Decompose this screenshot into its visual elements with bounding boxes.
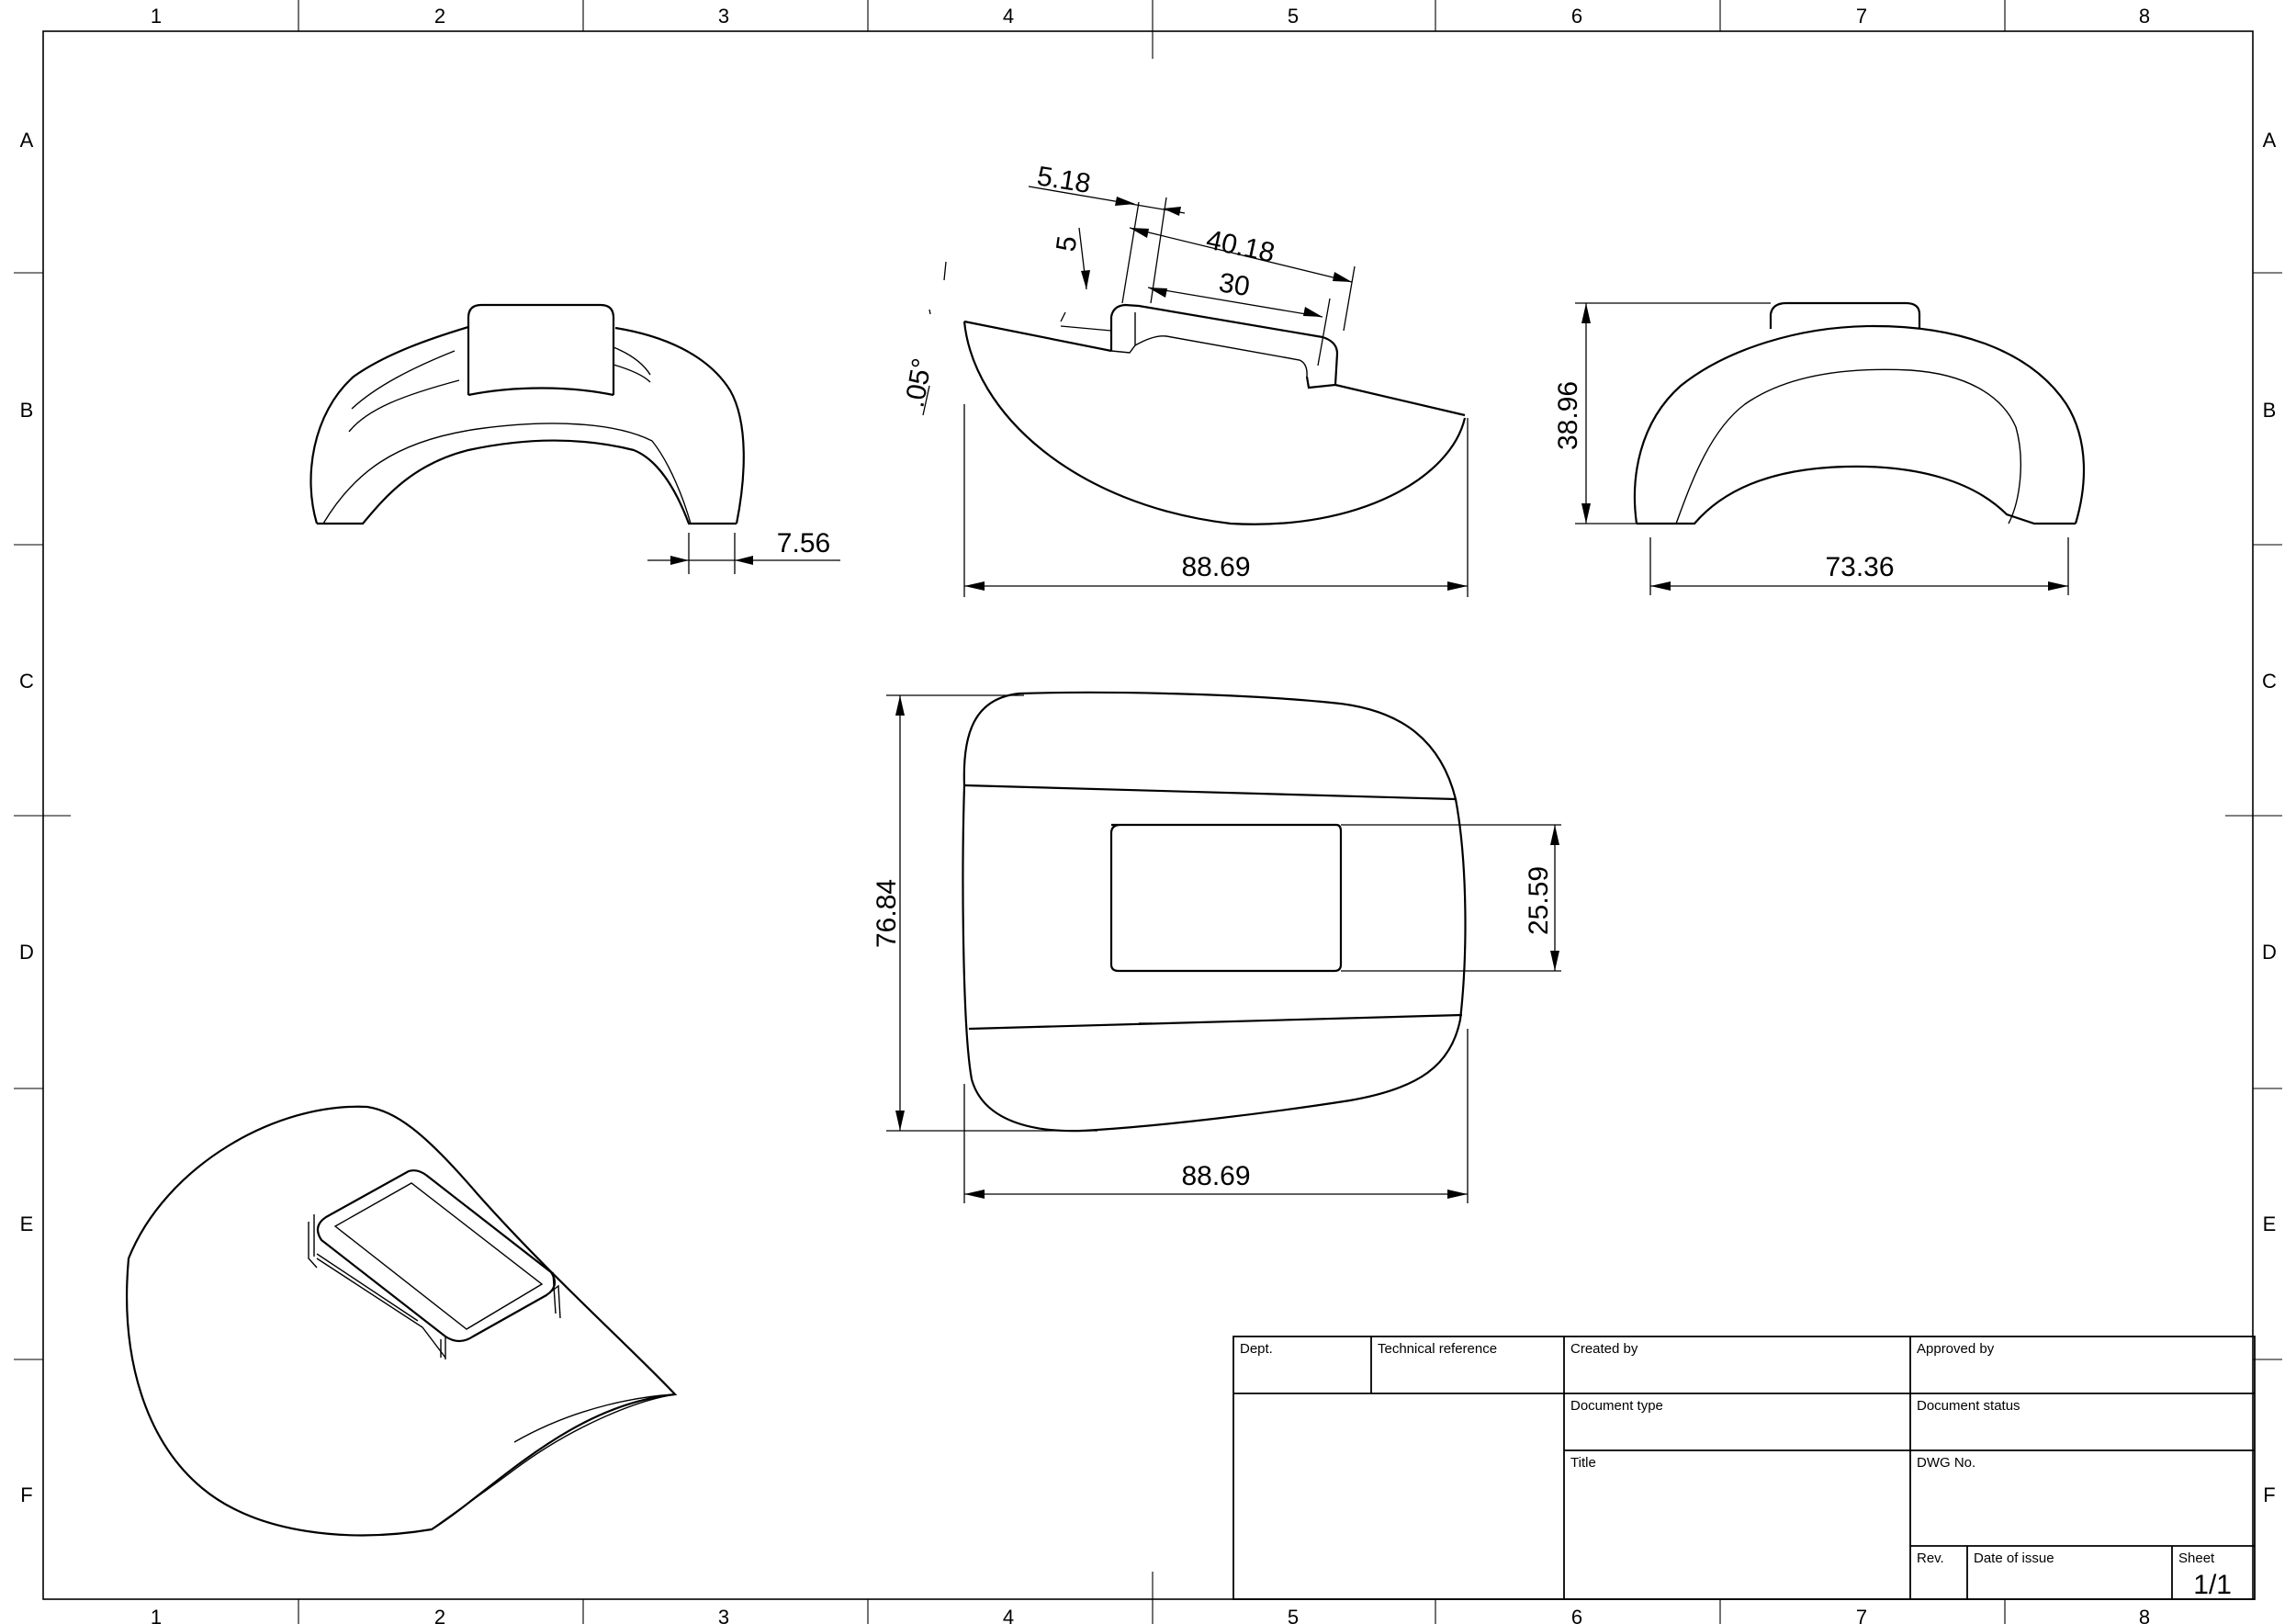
tb-sheet-value: 1/1 bbox=[2193, 1570, 2232, 1600]
zone-row-d: D bbox=[2262, 941, 2277, 964]
dim-7-56: 7.56 bbox=[647, 528, 840, 574]
zone-col-8: 8 bbox=[2139, 5, 2150, 28]
zone-col-2: 2 bbox=[434, 5, 445, 28]
dim-top-width: 88.69 bbox=[1181, 1161, 1250, 1191]
zone-col-4: 4 bbox=[1003, 1606, 1014, 1624]
tb-title-label: Title bbox=[1570, 1455, 1596, 1471]
dim-side-tab-len: 5.18 bbox=[1035, 161, 1093, 199]
tb-created-by-label: Created by bbox=[1570, 1341, 1638, 1357]
zone-col-3: 3 bbox=[718, 5, 729, 28]
tb-tech-ref-label: Technical reference bbox=[1378, 1341, 1497, 1357]
tb-doc-type-label: Document type bbox=[1570, 1398, 1663, 1414]
zone-row-c: C bbox=[2262, 670, 2277, 693]
zone-col-4: 4 bbox=[1003, 5, 1014, 28]
isometric-view bbox=[126, 1105, 678, 1537]
top-dims: 76.84 25.59 88.69 bbox=[872, 694, 1561, 1203]
zone-col-2: 2 bbox=[434, 1606, 445, 1624]
top-view: 76.84 25.59 88.69 bbox=[872, 691, 1561, 1203]
back-view: 38.96 73.36 bbox=[1553, 301, 2086, 595]
zone-row-d: D bbox=[19, 941, 34, 964]
tb-dept-label: Dept. bbox=[1240, 1341, 1273, 1357]
dim-side-offset: 5 bbox=[1051, 234, 1083, 254]
tb-approved-by-label: Approved by bbox=[1917, 1341, 1995, 1357]
zone-row-c: C bbox=[19, 670, 34, 693]
dim-back-width: 73.36 bbox=[1825, 552, 1894, 582]
zone-labels-right: A B C D E F bbox=[2262, 129, 2277, 1506]
zone-col-5: 5 bbox=[1288, 1606, 1299, 1624]
side-view: 88.69 .05° 5 5.18 40.18 3 bbox=[899, 161, 1469, 597]
zone-col-6: 6 bbox=[1571, 1606, 1582, 1624]
zone-labels-left: A B C D E F bbox=[19, 129, 34, 1506]
zone-row-e: E bbox=[20, 1212, 34, 1235]
tb-date-label: Date of issue bbox=[1974, 1551, 2054, 1566]
zone-col-3: 3 bbox=[718, 1606, 729, 1624]
zone-row-f: F bbox=[2263, 1483, 2275, 1506]
zone-row-a: A bbox=[20, 129, 34, 152]
zone-row-e: E bbox=[2263, 1212, 2277, 1235]
tb-dwg-no-label: DWG No. bbox=[1917, 1455, 1975, 1471]
tb-sheet-label: Sheet bbox=[2178, 1551, 2215, 1566]
title-block: Dept. Technical reference Created by App… bbox=[1232, 1336, 2256, 1600]
zone-row-b: B bbox=[2263, 399, 2277, 422]
zone-col-5: 5 bbox=[1288, 5, 1299, 28]
front-view: 7.56 bbox=[310, 303, 840, 574]
zone-col-1: 1 bbox=[151, 5, 162, 28]
dim-back-height: 38.96 bbox=[1553, 381, 1583, 450]
tb-rev-label: Rev. bbox=[1917, 1551, 1944, 1566]
dim-side-width: 88.69 bbox=[1181, 552, 1250, 582]
zone-labels-top: 1 2 3 4 5 6 7 8 bbox=[151, 5, 2150, 28]
zone-row-b: B bbox=[20, 399, 34, 422]
zone-col-8: 8 bbox=[2139, 1606, 2150, 1624]
dim-front-thickness: 7.56 bbox=[777, 528, 830, 558]
zone-col-1: 1 bbox=[151, 1606, 162, 1624]
zone-row-f: F bbox=[20, 1483, 32, 1506]
back-dims: 38.96 73.36 bbox=[1553, 302, 2069, 595]
dim-side-slot-inner: 30 bbox=[1217, 267, 1252, 302]
zone-labels-bottom: 1 2 3 4 5 6 7 8 bbox=[151, 1606, 2150, 1624]
tb-doc-status-label: Document status bbox=[1917, 1398, 2020, 1414]
dim-side-slot-outer: 40.18 bbox=[1204, 225, 1277, 269]
dim-top-slot-height: 25.59 bbox=[1524, 866, 1554, 935]
zone-col-7: 7 bbox=[1856, 1606, 1867, 1624]
zone-col-6: 6 bbox=[1571, 5, 1582, 28]
zone-row-a: A bbox=[2263, 129, 2277, 152]
dim-side-angle: .05° bbox=[899, 356, 938, 411]
zone-col-7: 7 bbox=[1856, 5, 1867, 28]
dim-top-height: 76.84 bbox=[872, 879, 902, 948]
side-dims: 88.69 .05° 5 5.18 40.18 3 bbox=[899, 161, 1469, 597]
drawing-frame bbox=[14, 0, 2282, 1624]
